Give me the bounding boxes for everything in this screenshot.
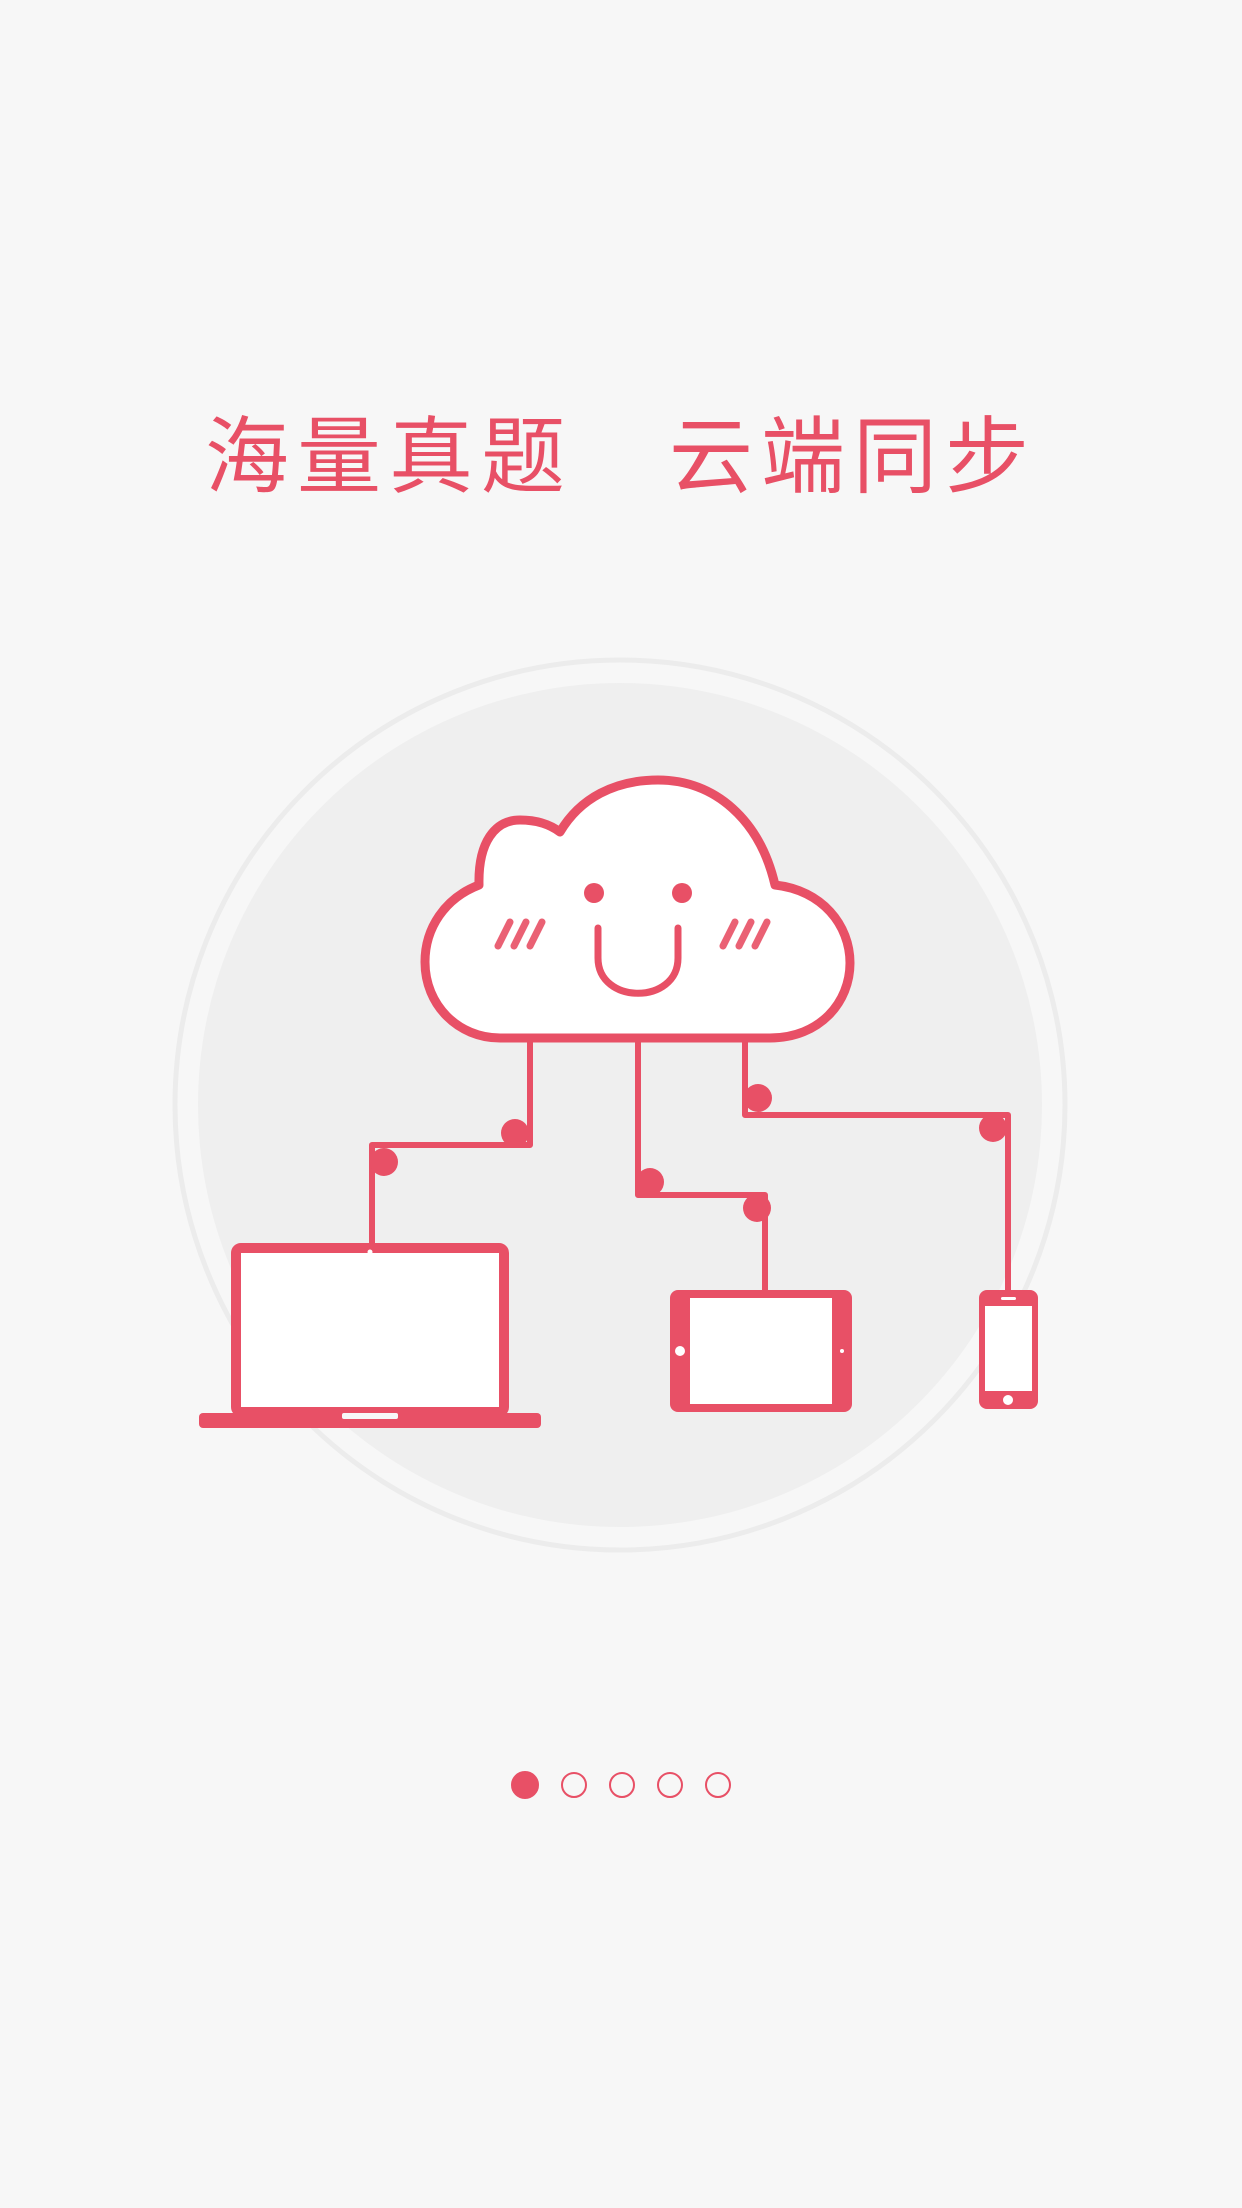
headline-left: 海量真题 [204,407,573,506]
node-icon [744,1084,772,1112]
outer-ring [172,657,1068,1553]
node-icon [979,1114,1007,1142]
page-indicator [0,1770,1242,1800]
node-icon [501,1119,529,1147]
phone-icon [979,1290,1038,1409]
cloud-sync-illustration [172,657,1068,1553]
node-icon [636,1168,664,1196]
tablet-icon [670,1290,852,1412]
page-dot-3[interactable] [609,1772,635,1798]
laptop-connector [369,1037,533,1251]
headline: 海量真题 云端同步 [0,395,1242,506]
cloud-eye-icon [584,883,604,903]
cloud-smile-icon [594,924,682,997]
page-dot-4[interactable] [657,1772,683,1798]
page-dot-1[interactable] [511,1771,539,1799]
node-icon [370,1148,398,1176]
tablet-connector [635,1037,768,1293]
headline-right: 云端同步 [669,407,1038,506]
phone-connector [742,1037,1011,1293]
page-dot-5[interactable] [705,1772,731,1798]
cloud-eye-icon [672,883,692,903]
page-dot-2[interactable] [561,1772,587,1798]
node-icon [743,1194,771,1222]
laptop-icon [199,1243,541,1428]
cloud-icon [420,775,855,1043]
